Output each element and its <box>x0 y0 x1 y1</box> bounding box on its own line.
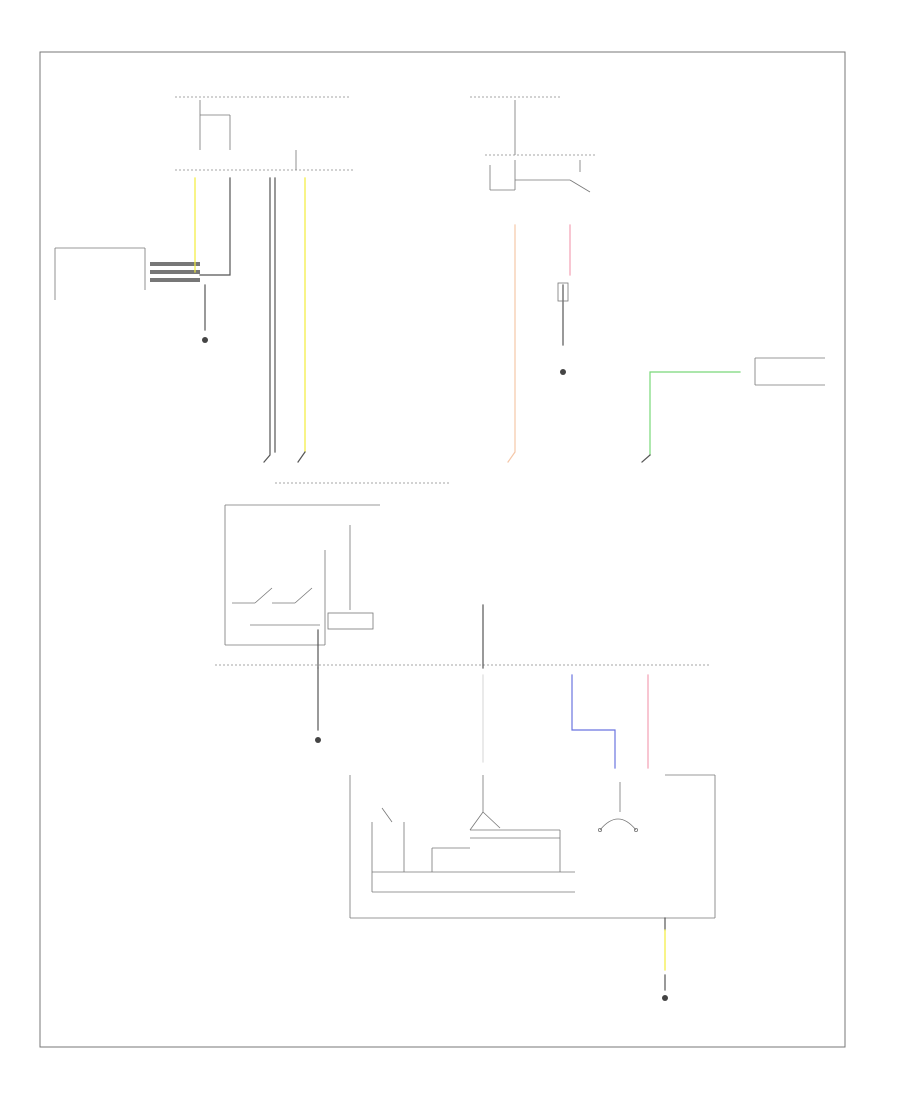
ground-symbol-icon <box>560 369 566 375</box>
bottom-switch-block <box>349 774 716 919</box>
diagram-frame <box>39 51 846 1048</box>
wire-black <box>297 451 306 463</box>
fuse-block-right <box>470 96 595 193</box>
switch-contact-icon <box>482 811 501 829</box>
wire-black <box>199 177 231 276</box>
fuse-icon <box>599 818 637 831</box>
connector-left <box>54 247 200 300</box>
relay-block <box>224 504 380 646</box>
wire-tan <box>507 224 516 463</box>
wire-black <box>641 454 651 463</box>
fuse-block-left <box>175 96 355 171</box>
connector-icon <box>557 282 569 302</box>
wire-blue <box>571 674 616 769</box>
ground-symbol-icon <box>315 737 321 743</box>
connector-icon <box>150 270 200 274</box>
switch-contact-icon <box>381 807 393 823</box>
switch-contact-icon <box>294 587 313 604</box>
switch-contact-icon <box>469 811 484 831</box>
wire-green <box>649 371 741 456</box>
connector-icon <box>150 262 200 266</box>
ground-symbol-icon <box>202 337 208 343</box>
switch-contact-icon <box>569 179 591 193</box>
ground-symbol-icon <box>662 995 668 1001</box>
connector-icon <box>150 278 200 282</box>
switch-contact-icon <box>254 587 273 604</box>
wire-black <box>263 177 271 463</box>
